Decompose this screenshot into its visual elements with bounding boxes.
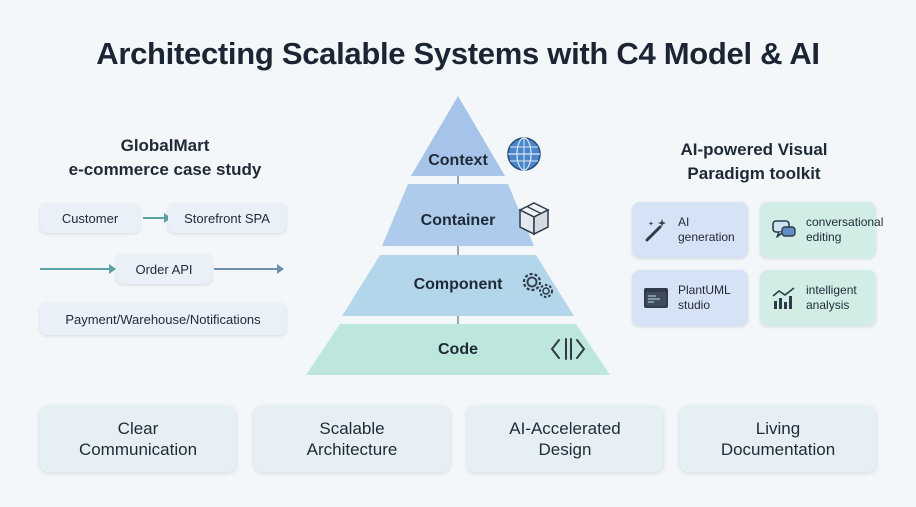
layer-context-shape[interactable] bbox=[411, 96, 505, 176]
layer-container-label: Container bbox=[420, 212, 496, 229]
layer-component-label: Component bbox=[413, 276, 503, 293]
storefront-node[interactable]: Storefront SPA bbox=[168, 203, 286, 233]
case-study-title: GlobalMart e-commerce case study bbox=[68, 136, 262, 179]
tool-label: conversational editing bbox=[806, 215, 884, 244]
layer-code-shape[interactable] bbox=[306, 324, 610, 375]
benefit-card-communication: Clear Communication bbox=[40, 406, 236, 472]
tool-intelligent-analysis[interactable]: intelligent analysis bbox=[760, 270, 876, 326]
terminal-icon bbox=[644, 288, 668, 308]
c4-pyramid bbox=[306, 96, 610, 375]
layer-container-shape[interactable] bbox=[382, 184, 534, 246]
magic-wand-icon bbox=[645, 219, 666, 242]
gears-icon bbox=[522, 272, 553, 298]
layer-context-label: Context bbox=[428, 152, 488, 169]
benefit-card-documentation: Living Documentation bbox=[680, 406, 876, 472]
services-node[interactable]: Payment/Warehouse/Notifications bbox=[40, 303, 286, 335]
chat-icon bbox=[772, 220, 796, 238]
globe-icon bbox=[507, 137, 541, 171]
code-icon bbox=[550, 338, 586, 360]
tool-ai-generation[interactable]: AI generation bbox=[632, 202, 748, 258]
page-title: Architecting Scalable Systems with C4 Mo… bbox=[96, 36, 820, 71]
tool-label: AI generation bbox=[678, 215, 735, 244]
tool-conversational-editing[interactable]: conversational editing bbox=[760, 202, 883, 258]
layer-code-label: Code bbox=[438, 341, 478, 358]
chart-icon bbox=[772, 287, 795, 309]
inbound-arrow bbox=[40, 264, 116, 274]
customer-node[interactable]: Customer bbox=[40, 203, 140, 233]
toolkit-title: AI-powered Visual Paradigm toolkit bbox=[680, 140, 828, 183]
benefit-card-architecture: Scalable Architecture bbox=[254, 406, 450, 472]
order-api-node[interactable]: Order API bbox=[116, 254, 212, 284]
box-icon bbox=[518, 202, 550, 236]
tool-label: intelligent analysis bbox=[806, 283, 857, 312]
benefit-card-design: AI-Accelerated Design bbox=[467, 406, 663, 472]
tool-plantuml-studio[interactable]: PlantUML studio bbox=[632, 270, 748, 326]
customer-to-storefront-arrow bbox=[143, 213, 171, 223]
outbound-arrow bbox=[214, 264, 284, 274]
tool-label: PlantUML studio bbox=[678, 283, 731, 312]
layer-component-shape[interactable] bbox=[342, 255, 574, 316]
